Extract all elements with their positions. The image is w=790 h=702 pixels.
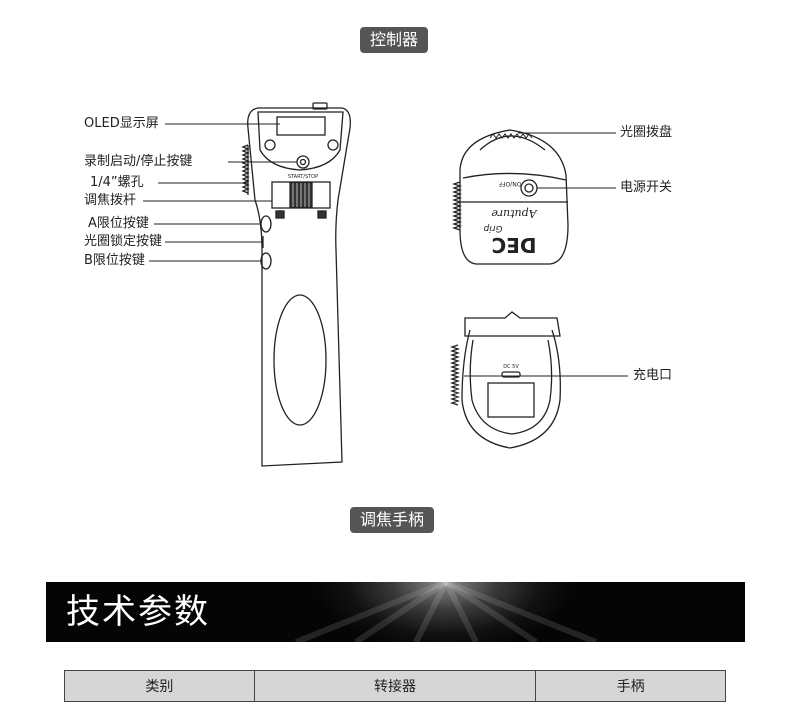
controller-bottom-window	[487, 382, 535, 418]
focus-lever-track	[271, 181, 331, 209]
oled-bezel	[257, 111, 344, 171]
dc5v-marking: DC 5V	[503, 364, 519, 370]
controller-bottom-body	[461, 329, 561, 449]
handle-knurl	[241, 144, 250, 194]
handle-section-title: 调焦手柄	[350, 507, 435, 533]
brand-marking: Aputure	[491, 207, 538, 220]
record-button	[296, 155, 310, 169]
label-record-button: 录制启动/停止按键	[84, 154, 193, 169]
table-header-handle: 手柄	[535, 670, 726, 702]
handle-top-button	[312, 102, 328, 110]
label-oled-display: OLED显示屏	[84, 116, 159, 131]
banner-title: 技术参数	[66, 592, 210, 632]
table-header-category: 类别	[64, 670, 255, 702]
spec-banner: 技术参数	[46, 582, 745, 642]
oled-screen	[276, 116, 326, 136]
controller-bottom-top-plate	[464, 311, 561, 337]
power-switch	[520, 179, 538, 197]
table-header-adapter: 转接器	[253, 670, 537, 702]
label-b-limit: B限位按键	[84, 253, 145, 268]
controller-bottom-knurl	[449, 344, 461, 406]
label-charge-port: 充电口	[633, 368, 673, 383]
label-aperture-dial: 光圈拨盘	[620, 125, 673, 140]
model-sub-marking: Grip	[483, 223, 502, 233]
a-limit-button	[260, 215, 272, 233]
device-diagram: START/STOP ON/OFF Aputure DEC Grip DC 5V	[143, 102, 628, 467]
handle-body	[247, 107, 351, 467]
label-focus-lever: 调焦拨杆	[84, 193, 137, 208]
table-header-row: 类别 转接器 手柄	[64, 670, 726, 702]
label-power-switch: 电源开关	[620, 180, 673, 195]
handle-grip-oval	[273, 294, 327, 426]
aperture-dial-ring	[479, 135, 546, 151]
controller-top-body	[459, 129, 569, 265]
label-a-limit: A限位按键	[88, 216, 149, 231]
controller-section-title: 控制器	[360, 27, 429, 53]
on-off-marking: ON/OFF	[498, 180, 521, 187]
model-marking: DEC	[492, 233, 537, 257]
charge-port	[501, 371, 521, 378]
handle-screw-left	[264, 139, 276, 151]
spec-table: 类别 转接器 手柄	[64, 670, 726, 702]
label-screw-hole: 1/4”螺孔	[90, 175, 144, 190]
start-stop-marking: START/STOP	[288, 174, 318, 180]
handle-screw-right	[327, 139, 339, 151]
controller-top-knurl	[451, 181, 463, 231]
label-aperture-lock: 光圈锁定按键	[84, 234, 163, 249]
